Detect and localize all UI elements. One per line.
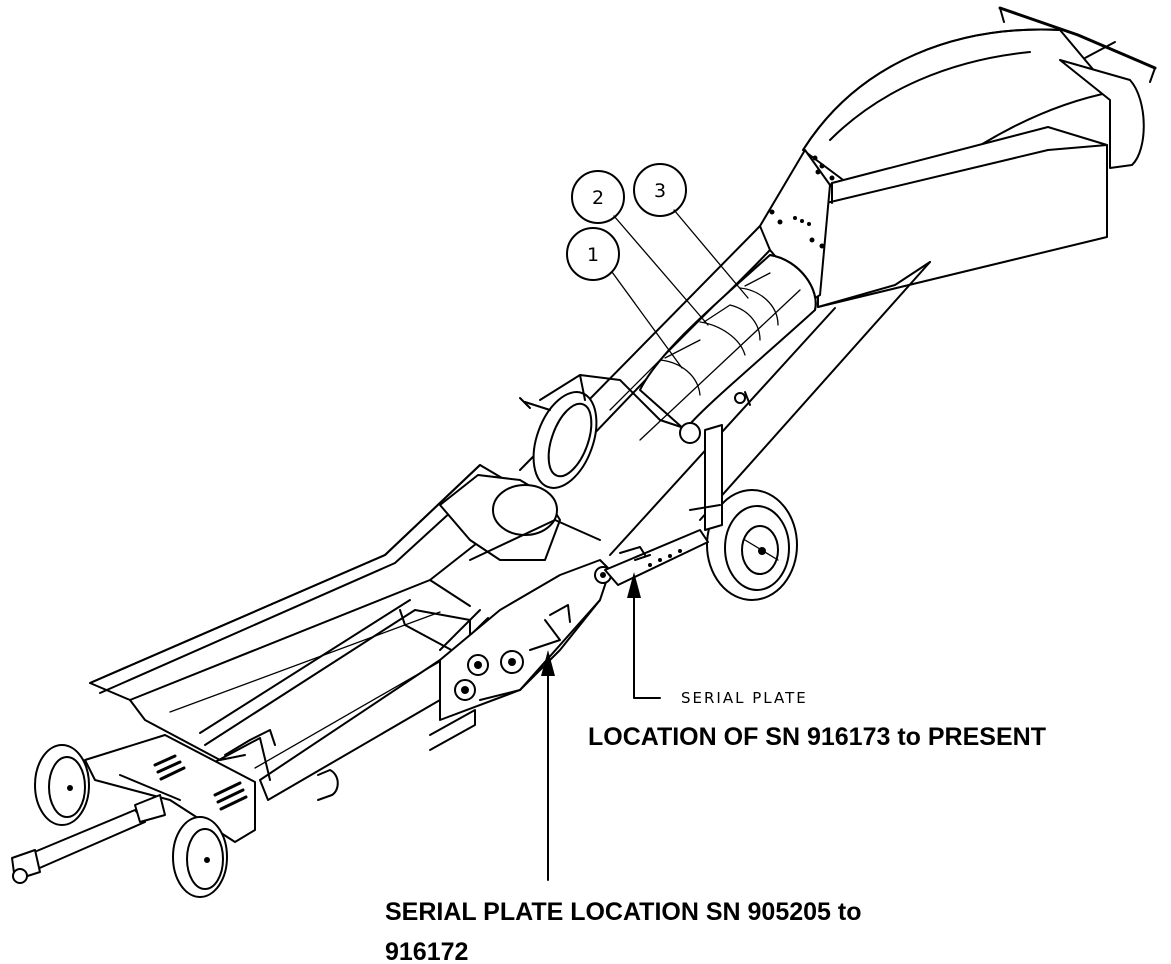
serial-plate-label: SERIAL PLATE bbox=[681, 689, 808, 707]
blower-housing bbox=[759, 6, 1157, 308]
large-wheel-left bbox=[532, 391, 598, 489]
location-old-label-line2: 916172 bbox=[385, 938, 468, 964]
front-axle-hitch bbox=[11, 734, 256, 898]
lower-frame bbox=[199, 689, 521, 801]
location-present-label: LOCATION OF SN 916173 to PRESENT bbox=[588, 723, 1046, 751]
callout-2-label: 2 bbox=[592, 187, 604, 209]
conveyor-tube bbox=[519, 225, 931, 556]
callout-3-label: 3 bbox=[654, 180, 666, 202]
callout-2: 2 bbox=[571, 170, 709, 326]
intake-hopper bbox=[89, 464, 601, 801]
serial-plate-leader-old bbox=[541, 650, 555, 881]
location-old-label-line1: SERIAL PLATE LOCATION SN 905205 to bbox=[385, 898, 861, 926]
hand-crank bbox=[519, 374, 751, 444]
serial-plate-leader-present bbox=[627, 572, 661, 699]
drive-frame bbox=[439, 559, 612, 721]
callout-3: 3 bbox=[633, 163, 749, 299]
large-wheel-right bbox=[706, 489, 798, 601]
callout-1-label: 1 bbox=[587, 244, 599, 266]
axle-assembly bbox=[604, 424, 723, 586]
callout-1: 1 bbox=[566, 227, 683, 369]
